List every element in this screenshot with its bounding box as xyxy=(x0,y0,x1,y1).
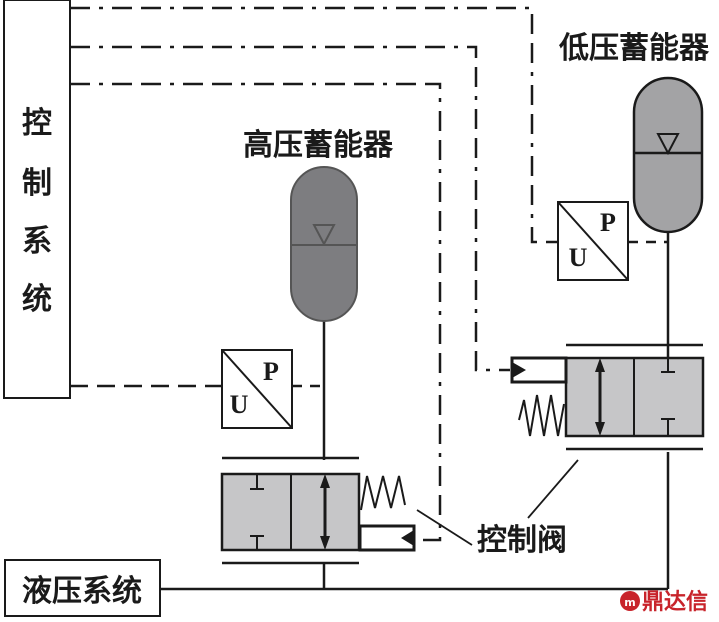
watermark-logo-icon xyxy=(620,591,640,611)
watermark-text: 鼎达信 xyxy=(642,589,708,615)
control-system-char-4: 统 xyxy=(22,282,52,317)
watermark: m 鼎达信 xyxy=(620,589,708,615)
signal-line-low-valve xyxy=(70,45,510,372)
lp-valve-actuator-arrow-icon xyxy=(512,362,526,378)
hp-control-valve xyxy=(220,456,416,565)
hp-valve-actuator-arrow-icon xyxy=(401,530,414,546)
svg-text:m: m xyxy=(624,596,635,609)
hydraulic-system-box xyxy=(4,559,161,617)
control-system-box xyxy=(3,0,71,399)
lp-accumulator-label: 低压蓄能器 xyxy=(558,31,710,66)
lp-pressure-sensor: P U xyxy=(557,201,629,281)
hp-valve-spring-icon xyxy=(360,475,406,511)
lp-sensor-u-label: U xyxy=(569,243,588,272)
control-valve-label: 控制阀 xyxy=(477,523,567,558)
control-system-char-2: 制 xyxy=(22,166,52,201)
control-valve-leader-lp xyxy=(527,459,579,519)
signal-line-high-valve xyxy=(70,82,442,542)
hp-sensor-p-label: P xyxy=(263,357,279,386)
hp-sensor-u-label: U xyxy=(230,390,249,419)
lp-sensor-p-label: P xyxy=(600,208,616,237)
hydraulic-system-label: 液压系统 xyxy=(22,574,142,609)
hp-pressure-sensor: P U xyxy=(221,349,293,429)
control-system-char-1: 控 xyxy=(22,106,52,141)
lp-valve-spring-icon xyxy=(518,394,565,437)
signal-line-low-sensor xyxy=(70,6,558,244)
control-system-char-3: 系 xyxy=(22,224,52,259)
lp-accumulator-level-icon xyxy=(656,133,680,156)
control-valve-leader-hp xyxy=(416,509,473,546)
hp-accumulator-level-icon xyxy=(312,224,336,247)
lp-control-valve xyxy=(510,343,705,451)
hp-accumulator-label: 高压蓄能器 xyxy=(243,128,394,163)
